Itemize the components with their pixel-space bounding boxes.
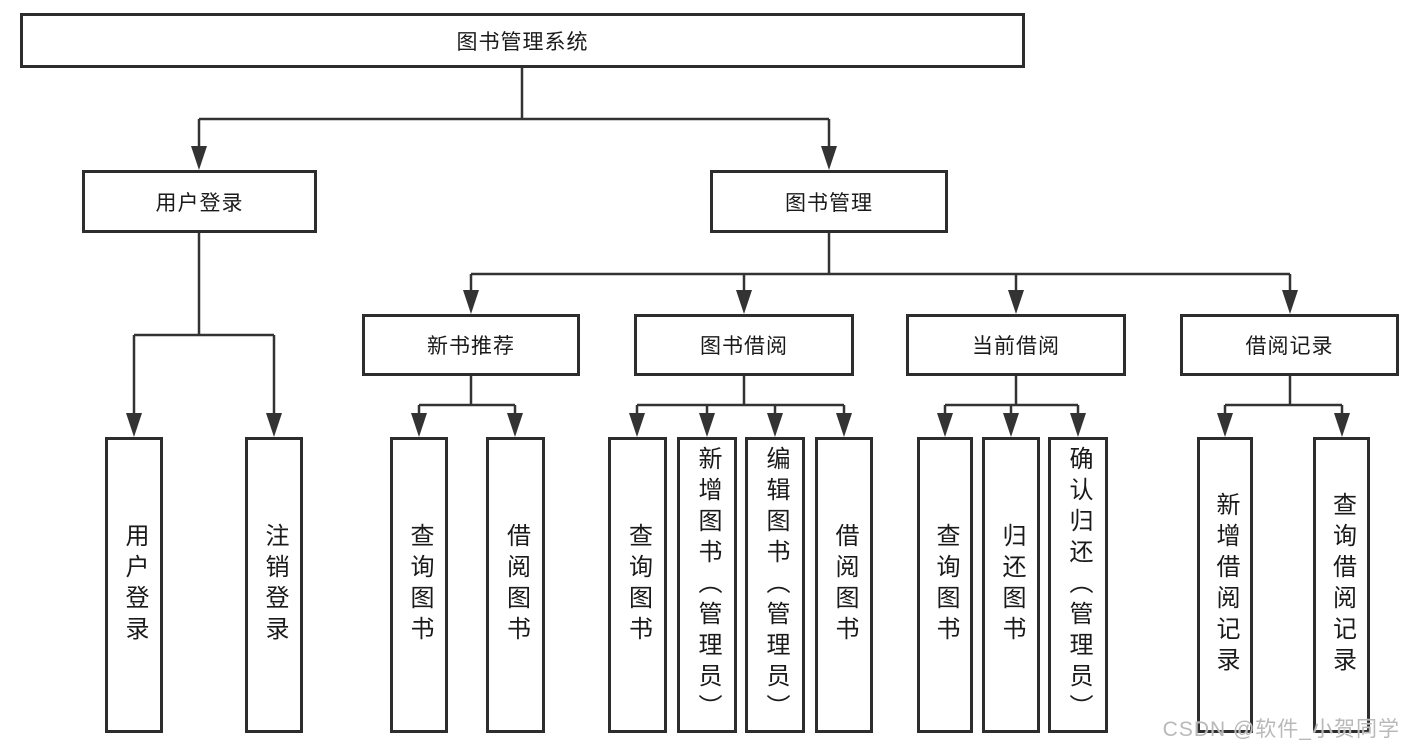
node-root-label: 图书管理系统 bbox=[456, 30, 589, 54]
leaf-user-login: 用户登录 bbox=[105, 437, 163, 733]
leaf-add-borrow-record-label: 新增借阅记录 bbox=[1212, 492, 1239, 678]
leaf-add-book-admin-label: 新增图书（管理员） bbox=[694, 445, 721, 725]
leaf-return-book-label: 归还图书 bbox=[998, 523, 1025, 647]
leaf-query-borrow-record-label: 查询借阅记录 bbox=[1328, 492, 1356, 678]
node-book-borrow: 图书借阅 bbox=[634, 314, 854, 376]
node-new-book-recommend-label: 新书推荐 bbox=[427, 335, 515, 358]
leaf-add-book-admin: 新增图书（管理员） bbox=[677, 437, 737, 733]
node-user-login-label: 用户登录 bbox=[155, 191, 244, 215]
node-user-login: 用户登录 bbox=[82, 170, 317, 233]
leaf-confirm-return-admin-label: 确认归还（管理员） bbox=[1065, 445, 1092, 725]
leaf-query-book-borrow-label: 查询图书 bbox=[624, 523, 652, 647]
leaf-confirm-return-admin: 确认归还（管理员） bbox=[1048, 437, 1108, 733]
leaf-borrow-book-recommend: 借阅图书 bbox=[486, 437, 545, 733]
leaf-borrow-book: 借阅图书 bbox=[815, 437, 873, 733]
leaf-logout: 注销登录 bbox=[245, 437, 303, 733]
node-book-management: 图书管理 bbox=[710, 170, 948, 233]
leaf-query-book-borrow: 查询图书 bbox=[608, 437, 667, 733]
node-book-management-label: 图书管理 bbox=[785, 191, 873, 215]
node-book-borrow-label: 图书借阅 bbox=[700, 335, 788, 358]
leaf-borrow-book-recommend-label: 借阅图书 bbox=[502, 523, 530, 647]
leaf-query-book-current: 查询图书 bbox=[917, 437, 973, 733]
leaf-query-book-recommend: 查询图书 bbox=[390, 437, 448, 733]
node-new-book-recommend: 新书推荐 bbox=[362, 314, 580, 376]
node-root: 图书管理系统 bbox=[20, 13, 1025, 68]
csdn-watermark: CSDN @软件_小贺同学 bbox=[1162, 718, 1400, 741]
leaf-query-book-recommend-label: 查询图书 bbox=[406, 523, 433, 647]
leaf-logout-label: 注销登录 bbox=[261, 523, 288, 647]
leaf-user-login-label: 用户登录 bbox=[121, 523, 148, 647]
leaf-add-borrow-record: 新增借阅记录 bbox=[1197, 437, 1253, 733]
leaf-query-borrow-record: 查询借阅记录 bbox=[1313, 437, 1370, 733]
leaf-edit-book-admin-label: 编辑图书（管理员） bbox=[762, 445, 789, 725]
leaf-return-book: 归还图书 bbox=[982, 437, 1040, 733]
node-current-borrow: 当前借阅 bbox=[906, 314, 1126, 376]
node-borrow-record-label: 借阅记录 bbox=[1245, 335, 1334, 358]
leaf-query-book-current-label: 查询图书 bbox=[932, 523, 959, 647]
leaf-borrow-book-label: 借阅图书 bbox=[831, 523, 858, 647]
node-current-borrow-label: 当前借阅 bbox=[972, 335, 1060, 358]
leaf-edit-book-admin: 编辑图书（管理员） bbox=[745, 437, 805, 733]
node-borrow-record: 借阅记录 bbox=[1180, 314, 1399, 376]
